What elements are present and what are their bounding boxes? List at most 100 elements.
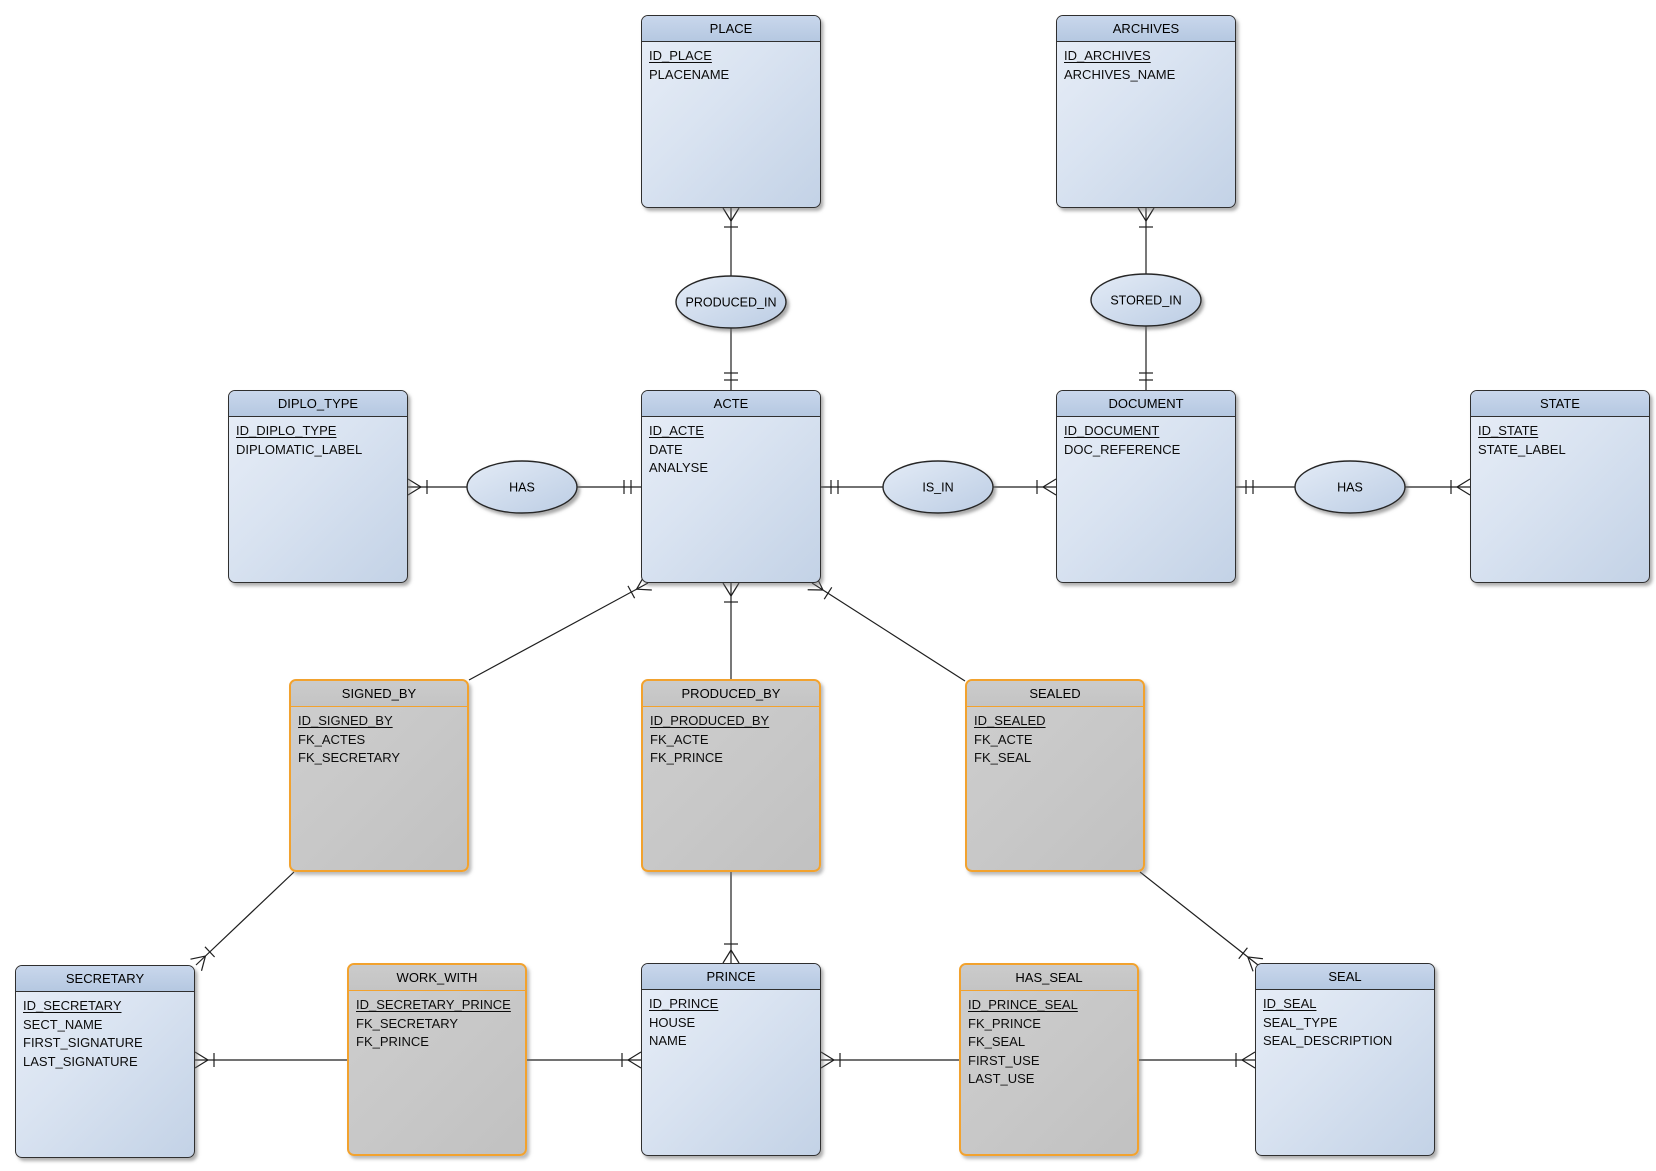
entity-attribute-list: ID_SEALED FK_ACTE FK_SEAL [967,707,1143,768]
attribute: PLACENAME [649,66,730,82]
attribute: ARCHIVES_NAME [1064,66,1176,82]
attribute: DOC_REFERENCE [1064,441,1181,457]
attribute-primary-key: ID_ACTE [649,423,704,438]
attribute: FK_PRINCE [968,1015,1041,1031]
relationship-produced_in-0[interactable]: PRODUCED_IN [675,275,787,329]
relationship-stored_in-1[interactable]: STORED_IN [1090,273,1202,327]
entity-attribute-list: ID_SECRETARY SECT_NAME FIRST_SIGNATURE LAST… [16,992,194,1071]
connector-secretary-work_with[interactable] [194,1051,347,1069]
attribute: FK_PRINCE [356,1034,429,1049]
entity-attribute-list: ID_PRINCE_SEAL FK_PRINCE FK_SEAL FIRST_USE L… [961,991,1137,1089]
relationship-label: STORED_IN [1110,294,1181,308]
relationship-has-4[interactable]: HAS [1294,460,1406,514]
entity-title: PRODUCED_BY [643,681,819,707]
attribute: FK_PRINCE [650,750,723,765]
attribute: FK_SEAL [968,1034,1026,1049]
connector-acte-is_in[interactable] [821,480,883,494]
attribute-primary-key: ID_PRODUCED_BY [650,713,770,728]
attribute: FK_SECRETARY [298,750,401,765]
attribute: FK_ACTE [974,731,1033,747]
entity-title: WORK_WITH [349,965,525,991]
connector-prince-work_with[interactable] [527,1051,642,1069]
connector-seal-sealed[interactable] [1139,871,1264,972]
attribute-primary-key: ID_SECRETARY [23,998,122,1013]
attribute-primary-key: ID_SECRETARY_PRINCE [356,997,511,1012]
junction-table-produced_by[interactable]: PRODUCED_BY ID_PRODUCED_BY FK_ACTE FK_PRINC… [641,679,821,872]
entity-archives[interactable]: ARCHIVES ID_ARCHIVES ARCHIVES_NAME [1056,15,1236,208]
attribute-primary-key: ID_PRINCE_SEAL [968,997,1078,1012]
attribute-primary-key: ID_PLACE [649,48,712,63]
entity-title: ARCHIVES [1057,16,1235,42]
attribute-primary-key: ID_DOCUMENT [1064,423,1160,438]
connector-acte-sealed[interactable] [807,576,966,682]
connector-prince-produced_by[interactable] [722,872,740,964]
entity-title: SIGNED_BY [291,681,467,707]
relationship-ellipse[interactable] [1090,273,1202,327]
junction-table-work_with[interactable]: WORK_WITH ID_SECRETARY_PRINCE FK_SECRETARY… [347,963,527,1156]
attribute: FIRST_SIGNATURE [23,1035,143,1050]
attribute: FIRST_USE [968,1052,1040,1068]
connector-state-has[interactable] [1405,478,1471,496]
connector-seal-has_seal[interactable] [1139,1051,1256,1069]
entity-title: PRINCE [642,964,820,990]
connector-acte-signed_by[interactable] [468,575,652,681]
connector-acte-produced_in[interactable] [724,328,738,390]
relationship-ellipse[interactable] [1294,460,1406,514]
attribute: FK_SEAL [974,750,1032,765]
connector-document-has[interactable] [1236,480,1295,494]
entity-attribute-list: ID_DOCUMENT DOC_REFERENCE [1057,417,1235,459]
connector-archives-stored_in[interactable] [1137,207,1155,275]
attribute: LAST_USE [968,1071,1035,1086]
entity-place[interactable]: PLACE ID_PLACE PLACENAME [641,15,821,208]
attribute: FK_ACTES [298,731,366,747]
entity-title: SEAL [1256,964,1434,990]
relationship-ellipse[interactable] [675,275,787,329]
attribute: LAST_SIGNATURE [23,1053,138,1069]
relationship-is_in-3[interactable]: IS_IN [882,460,994,514]
connector-place-produced_in[interactable] [722,207,740,277]
attribute: SECT_NAME [23,1016,103,1032]
attribute: SEAL_DESCRIPTION [1263,1033,1393,1048]
entity-attribute-list: ID_STATE STATE_LABEL [1471,417,1649,459]
entity-attribute-list: ID_PLACE PLACENAME [642,42,820,84]
junction-table-sealed[interactable]: SEALED ID_SEALED FK_ACTE FK_SEAL [965,679,1145,872]
entity-title: PLACE [642,16,820,42]
connector-document-stored_in[interactable] [1139,326,1153,390]
attribute: FK_ACTE [650,731,709,747]
entity-title: SEALED [967,681,1143,707]
relationship-has-2[interactable]: HAS [466,460,578,514]
connector-document-is_in[interactable] [993,478,1057,496]
connector-secretary-signed_by[interactable] [190,871,295,971]
attribute-primary-key: ID_STATE [1478,423,1539,438]
entity-attribute-list: ID_SECRETARY_PRINCE FK_SECRETARY FK_PRINCE [349,991,525,1052]
relationship-ellipse[interactable] [466,460,578,514]
attribute-primary-key: ID_SEALED [974,713,1046,728]
connector-prince-has_seal[interactable] [820,1051,959,1069]
entity-title: DIPLO_TYPE [229,391,407,417]
attribute: STATE_LABEL [1478,441,1566,457]
relationship-ellipse[interactable] [882,460,994,514]
entity-attribute-list: ID_PRODUCED_BY FK_ACTE FK_PRINCE [643,707,819,768]
attribute: SEAL_TYPE [1263,1014,1338,1030]
entity-title: SECRETARY [16,966,194,992]
entity-secretary[interactable]: SECRETARY ID_SECRETARY SECT_NAME FIRST_SIGN… [15,965,195,1158]
connector-diplo_type-has[interactable] [407,478,467,496]
attribute: FK_SECRETARY [356,1015,459,1031]
attribute-primary-key: ID_ARCHIVES [1064,48,1151,63]
connector-acte-produced_by[interactable] [722,582,740,679]
attribute: DIPLOMATIC_LABEL [236,441,363,457]
connector-acte-has[interactable] [577,480,641,494]
relationship-label: HAS [509,481,535,495]
